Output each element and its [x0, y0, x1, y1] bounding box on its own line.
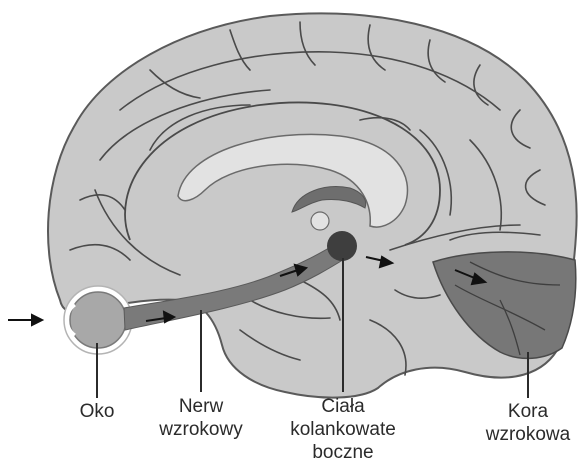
- thalamus: [311, 212, 329, 230]
- optic-nerve-label-line1: Nerw: [146, 395, 256, 418]
- lgn-label-line3: boczne: [278, 441, 408, 464]
- optic-nerve-label: Nerw wzrokowy: [146, 395, 256, 441]
- lgn-label: Ciała kolankowate boczne: [278, 395, 408, 464]
- optic-nerve-label-line2: wzrokowy: [146, 418, 256, 441]
- lgn-label-line1: Ciała: [278, 395, 408, 418]
- arrow-into-eye-head: [32, 315, 42, 325]
- lgn-label-line2: kolankowate: [278, 418, 408, 441]
- eye-label: Oko: [72, 400, 122, 423]
- eye-label-text: Oko: [72, 400, 122, 423]
- visual-cortex-label: Kora wzrokowa: [476, 400, 580, 446]
- visual-cortex-label-line2: wzrokowa: [476, 423, 580, 446]
- lateral-geniculate-nucleus: [327, 231, 357, 261]
- visual-cortex-label-line1: Kora: [476, 400, 580, 423]
